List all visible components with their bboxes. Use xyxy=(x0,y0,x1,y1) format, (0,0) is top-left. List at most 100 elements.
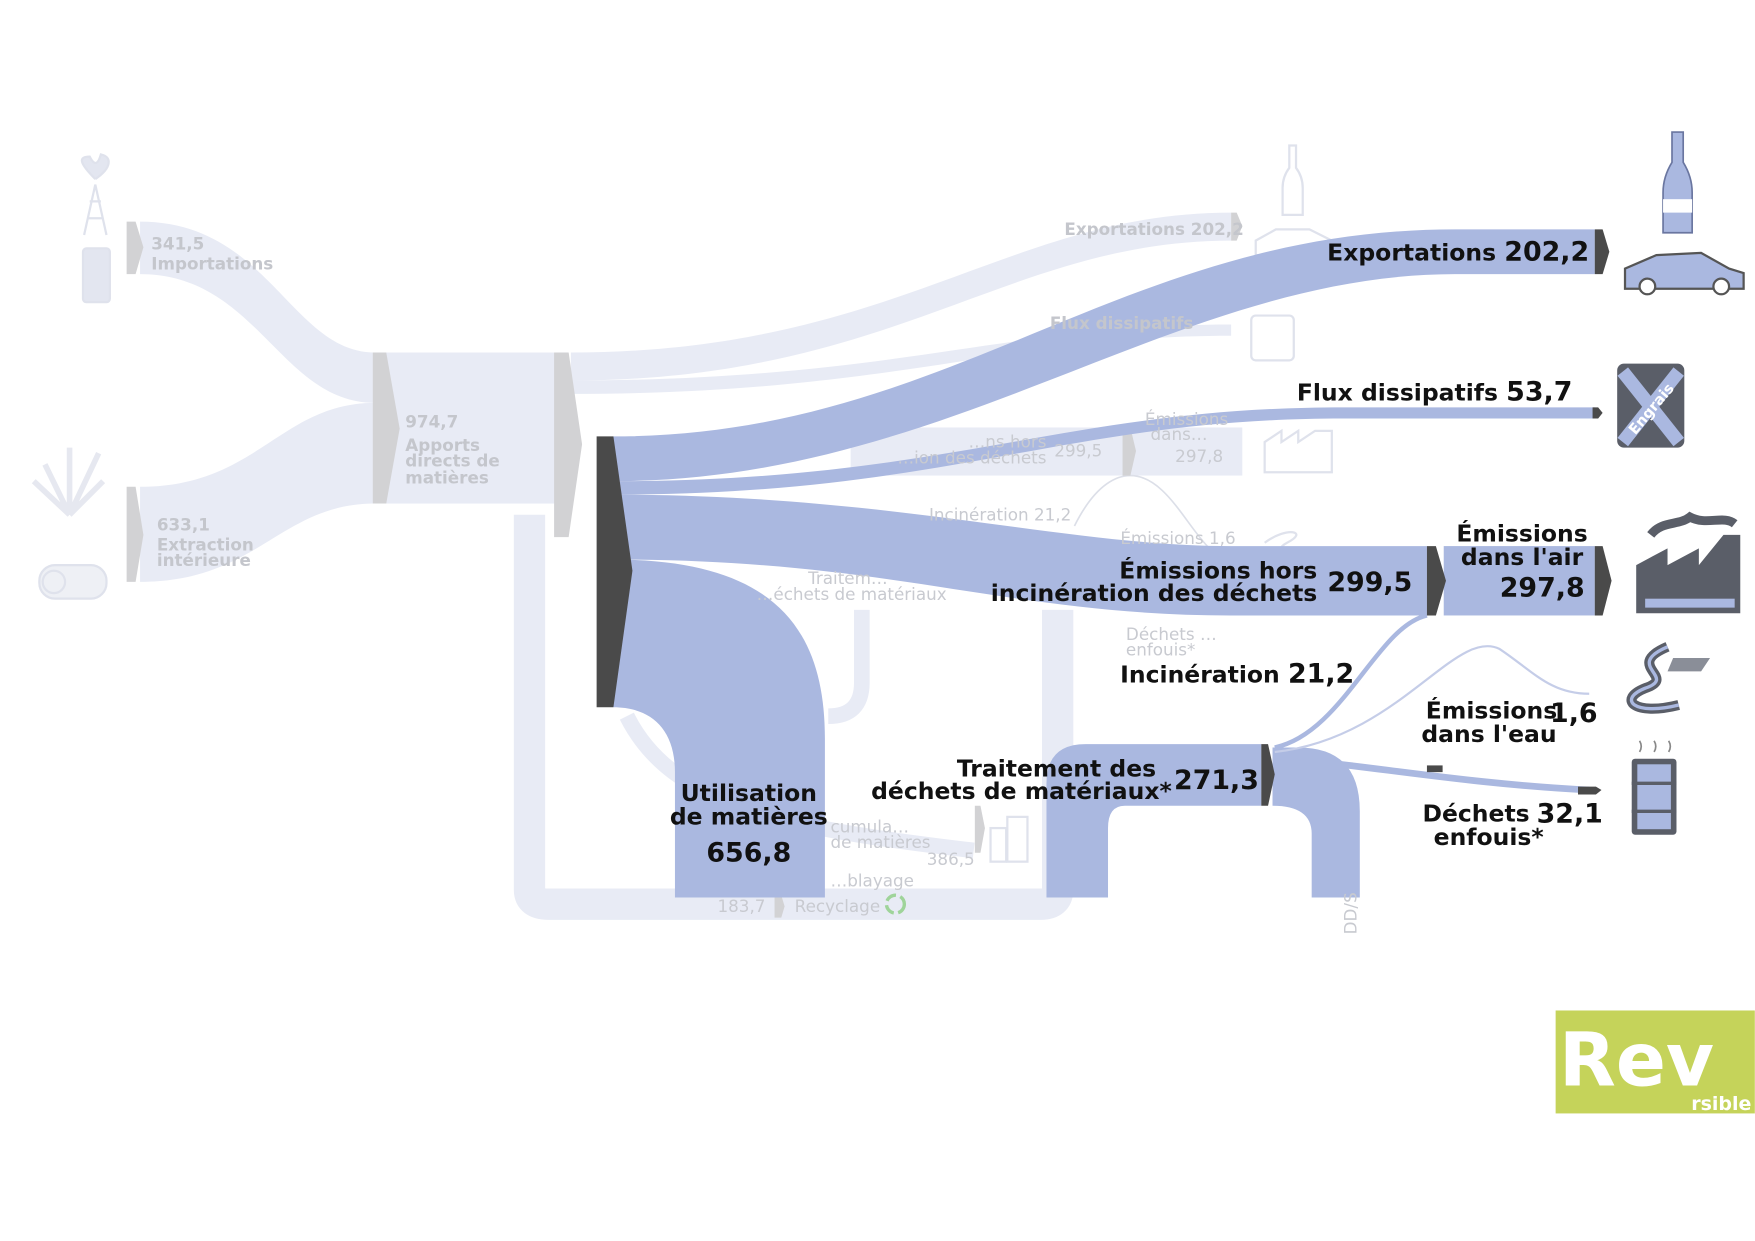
flow-incineration xyxy=(1274,613,1428,750)
node-dechets xyxy=(1578,786,1602,795)
emissions-air-label: Émissions xyxy=(1456,520,1587,548)
node-emissions-air xyxy=(1594,546,1612,616)
emissions-air-label: dans l'air xyxy=(1461,543,1584,571)
traitement-label: Traitement des xyxy=(957,755,1156,783)
utilisation-label: de matières xyxy=(670,803,828,831)
flow-emissions-hors xyxy=(613,494,1427,616)
incineration-label: Incinération 21,2 xyxy=(1120,659,1354,690)
utilisation-label: Utilisation xyxy=(681,779,817,807)
flow-utilisation xyxy=(613,559,825,898)
ghost-importations-value: 341,5 xyxy=(151,234,204,254)
ghost-extraction-value: 633,1 xyxy=(157,514,210,534)
ghost-exportations: Exportations 202,2 xyxy=(1064,219,1243,239)
logs-icon xyxy=(38,563,108,600)
ghost-apports-label: matières xyxy=(405,467,489,487)
ghost-apports-label: Apports xyxy=(405,435,480,455)
ghost-remblayage: …blayage xyxy=(831,870,915,890)
ghost-factory-icon xyxy=(1263,428,1333,474)
node-flux xyxy=(1592,407,1603,419)
exportations-label: Exportations 202,2 xyxy=(1327,237,1589,268)
traitement-label: déchets de matériaux* xyxy=(871,777,1172,805)
phone-icon xyxy=(81,247,111,304)
emissions-eau-label: Émissions xyxy=(1426,696,1557,724)
ghost-node-extraction xyxy=(126,486,144,582)
barrel-icon xyxy=(1631,740,1677,835)
flow-dechets-enfouis xyxy=(1274,755,1590,794)
ghost-recyclage-value: 183,7 xyxy=(717,896,765,916)
ghost-icons xyxy=(31,144,1333,863)
ghost-node-recyclage xyxy=(774,895,785,918)
node-dechets-mid xyxy=(1426,765,1443,773)
ghost-accumulation: cumula… xyxy=(831,817,910,837)
ghost-line-incineration xyxy=(1073,474,1232,561)
main-labels: Exportations 202,2 Flux dissipatifs 53,7… xyxy=(670,237,1603,869)
jerrycan-icon: Engrais xyxy=(1617,363,1685,448)
car-icon xyxy=(1623,251,1745,296)
emissions-eau-label: dans l'eau xyxy=(1421,720,1556,748)
flow-exportations xyxy=(613,229,1595,482)
flow-emissions-air xyxy=(1443,546,1595,616)
ghost-emissions-air: dans… xyxy=(1151,424,1208,444)
node-main xyxy=(596,436,633,708)
ghost-node-main xyxy=(554,352,583,538)
dechets-label: enfouis* xyxy=(1434,823,1544,851)
ghost-flow-importations xyxy=(140,221,376,403)
flow-emissions-eau xyxy=(1274,645,1590,754)
ghost-flow-apports xyxy=(375,352,560,504)
logo-sub: rsible xyxy=(1691,1093,1751,1115)
dechets-value: 32,1 xyxy=(1537,798,1603,829)
ghost-accumulation-value: 386,5 xyxy=(927,849,975,869)
ghost-recyclage-label: Recyclage xyxy=(795,896,880,916)
ghost-traitement: Traitem… xyxy=(807,568,888,588)
emissions-eau-value: 1,6 xyxy=(1550,698,1598,729)
ghost-flow-extraction xyxy=(140,402,376,582)
ghost-importations-label: Importations xyxy=(151,254,273,274)
ghost-incineration: Incinération 21,2 xyxy=(929,504,1071,524)
oil-derrick-icon xyxy=(80,153,110,236)
river-icon xyxy=(1626,642,1711,714)
traitement-value: 271,3 xyxy=(1174,765,1259,796)
emissions-hors-label: Émissions hors xyxy=(1119,557,1317,585)
ghost-emissions-air-value: 297,8 xyxy=(1175,446,1223,466)
emissions-air-value: 297,8 xyxy=(1500,572,1585,603)
flow-flux-dissipatifs xyxy=(613,407,1595,495)
ghost-dechets: enfouis* xyxy=(1126,640,1196,660)
node-exportations xyxy=(1594,229,1610,275)
ghost-emissions-hors: …ion des déchets xyxy=(897,447,1046,467)
ghost-traitement: …échets de matériaux xyxy=(757,584,947,604)
ghost-flux: Flux dissipatifs xyxy=(1050,313,1194,333)
ghost-apports-value: 974,7 xyxy=(405,411,458,431)
flow-traitement-right xyxy=(1272,747,1360,898)
ghost-node-apports xyxy=(372,352,400,504)
logo: Rev rsible xyxy=(1555,1010,1755,1115)
flux-label: Flux dissipatifs 53,7 xyxy=(1297,377,1573,408)
ghost-node-emissions xyxy=(1122,427,1136,476)
dechets-label: Déchets xyxy=(1422,799,1529,827)
bottle-icon xyxy=(1662,131,1693,234)
ghost-nodes xyxy=(126,212,1243,918)
wheat-icon xyxy=(31,447,106,517)
flow-traitement-left xyxy=(1046,744,1262,898)
ghost-node-exports xyxy=(1231,212,1243,241)
logo-main: Rev xyxy=(1559,1017,1714,1103)
ghost-buildings-icon xyxy=(989,815,1029,863)
factory-icon xyxy=(1636,511,1741,614)
node-emissions-hors xyxy=(1426,546,1446,616)
ghost-node-importations xyxy=(126,221,144,275)
emissions-hors-value: 299,5 xyxy=(1327,567,1412,598)
ghost-node-accumulation xyxy=(974,805,985,853)
ghost-emissions-hors: …ns hors xyxy=(969,432,1047,452)
ghost-flow-exportations xyxy=(570,212,1232,381)
utilisation-value: 656,8 xyxy=(706,838,791,869)
ghost-dechets: Déchets … xyxy=(1126,624,1217,644)
ghost-side-text: DD/S xyxy=(1340,892,1360,934)
main-flows xyxy=(613,229,1595,898)
ghost-emissions-eau: Émissions 1,6 xyxy=(1120,527,1235,548)
ghost-extraction-label: intérieure xyxy=(157,550,251,570)
ghost-labels: 341,5 Importations 633,1 Extraction inté… xyxy=(151,219,1360,934)
ghost-emissions-air: Émissions xyxy=(1145,408,1228,429)
ghost-emissions-hors-value: 299,5 xyxy=(1054,441,1102,461)
ghost-bottle-icon xyxy=(1281,144,1304,216)
ghost-extraction-label: Extraction xyxy=(157,535,254,555)
